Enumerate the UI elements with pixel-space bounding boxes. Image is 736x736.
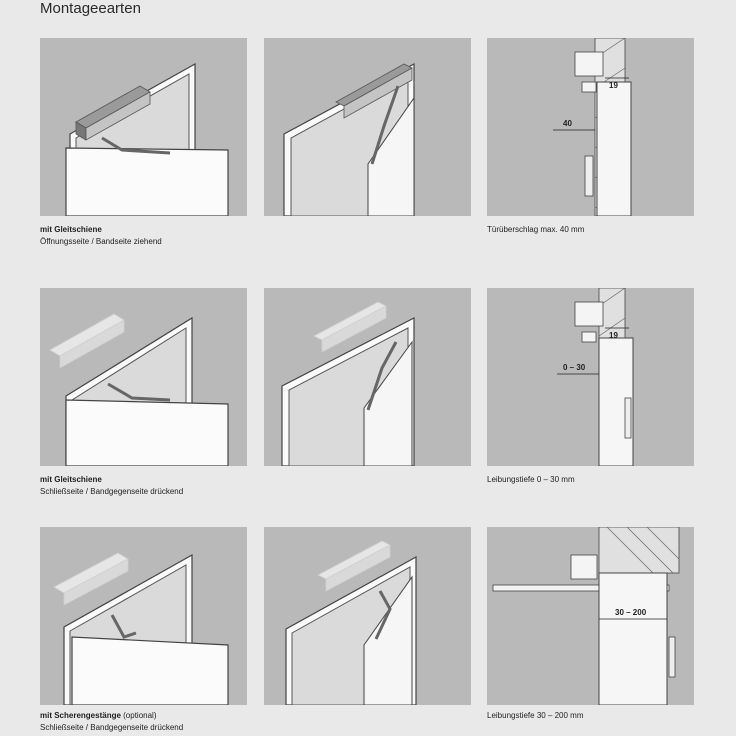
detail-row1-door-overlap: 40 19: [487, 38, 694, 216]
detail-caption-row3: Leibungstiefe 30 – 200 mm: [487, 711, 584, 720]
illustration-row1-slide-rail-door-view: [264, 38, 471, 216]
caption-row2-sub: Schließseite / Bandgegenseite drückend: [40, 487, 184, 496]
caption-row1-sub: Öffnungsseite / Bandseite ziehend: [40, 237, 162, 246]
detail-caption-row2: Leibungstiefe 0 – 30 mm: [487, 475, 575, 484]
illustration-row2-slide-rail-door-view: [264, 288, 471, 466]
dim-label-19: 19: [609, 331, 618, 340]
detail-row2-reveal-depth: 0 – 30 19: [487, 288, 694, 466]
caption-row3-extra: (optional): [120, 711, 157, 720]
caption-row3: mit Scherengestänge (optional) Schließse…: [40, 710, 183, 734]
illustration-row3-scissor-arm-door-view: [264, 527, 471, 705]
illustration-row3-scissor-arm-push-side: [40, 527, 247, 705]
detail-row3-reveal-depth: 30 – 200: [487, 527, 694, 705]
caption-row2-title: mit Gleitschiene: [40, 475, 102, 484]
caption-row1: mit Gleitschiene Öffnungsseite / Bandsei…: [40, 224, 162, 248]
dim-label-19: 19: [609, 81, 618, 90]
detail-caption-row1: Türüberschlag max. 40 mm: [487, 225, 585, 234]
caption-row1-title: mit Gleitschiene: [40, 225, 102, 234]
dim-label-40: 40: [563, 119, 572, 128]
illustration-row1-slide-rail-pull-side: [40, 38, 247, 216]
page-title: Montageearten: [40, 0, 141, 17]
dim-label-0-30: 0 – 30: [563, 363, 586, 372]
caption-row3-title: mit Scherengestänge: [40, 711, 121, 720]
illustration-row2-slide-rail-push-side: [40, 288, 247, 466]
caption-row2: mit Gleitschiene Schließseite / Bandgege…: [40, 474, 183, 498]
caption-row3-sub: Schließseite / Bandgegenseite drückend: [40, 723, 184, 732]
dim-label-30-200: 30 – 200: [615, 608, 647, 617]
